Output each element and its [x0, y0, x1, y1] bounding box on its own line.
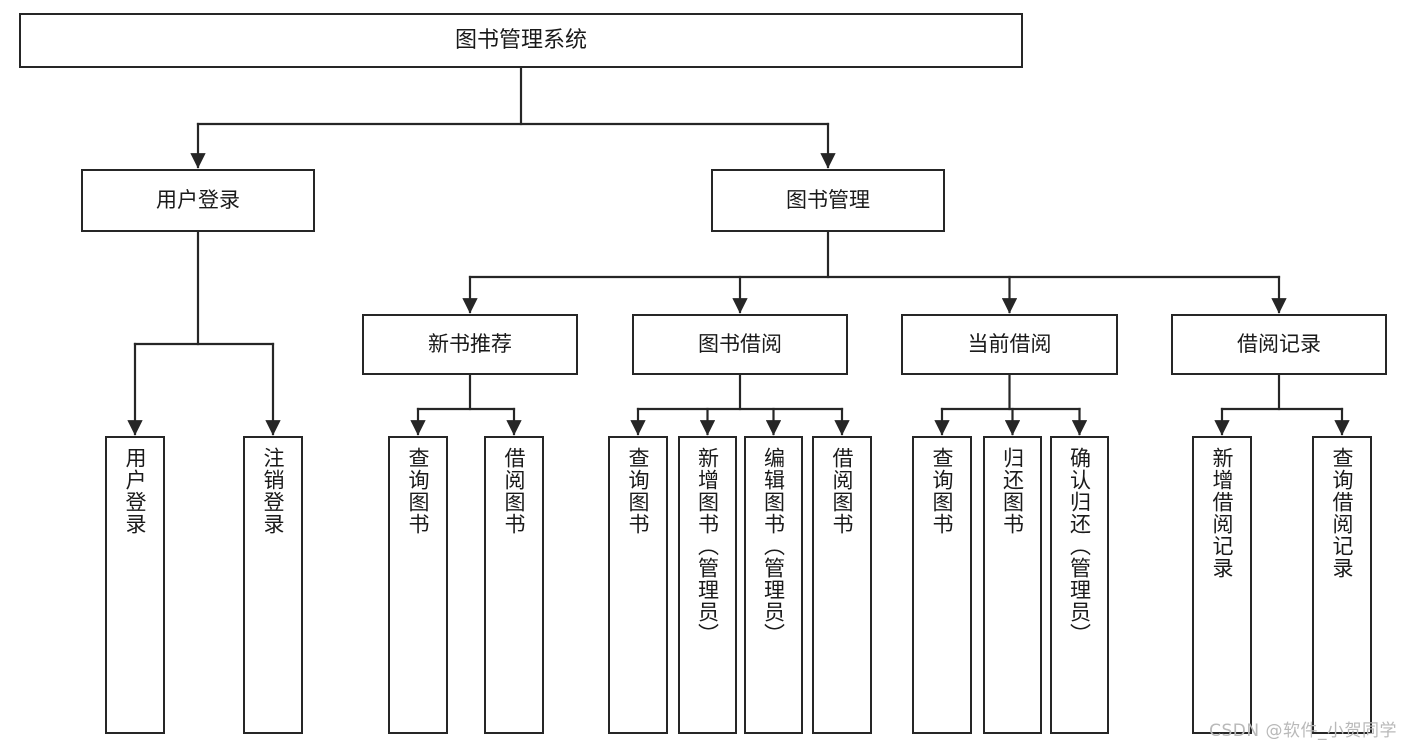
node-label: 图书管理: [786, 187, 870, 212]
node-label: 借阅图书: [830, 447, 855, 535]
node-label: 注销登录: [261, 447, 286, 535]
leaf-query-book-3[interactable]: 查询图书: [912, 436, 972, 734]
node-book-borrowing[interactable]: 图书借阅: [632, 314, 848, 375]
node-label: 当前借阅: [967, 331, 1052, 356]
node-current-borrowing[interactable]: 当前借阅: [901, 314, 1118, 375]
node-label: 确认归还（管理员）: [1067, 447, 1092, 645]
csdn-watermark: CSDN @软件_小贺同学: [1209, 721, 1397, 741]
node-new-book-recommendation[interactable]: 新书推荐: [362, 314, 578, 375]
node-root-book-management-system[interactable]: 图书管理系统: [19, 13, 1023, 68]
leaf-borrow-book-1[interactable]: 借阅图书: [484, 436, 544, 734]
node-book-management[interactable]: 图书管理: [711, 169, 945, 232]
node-label: 图书管理系统: [454, 27, 587, 53]
node-label: 用户登录: [123, 447, 148, 535]
leaf-return-book[interactable]: 归还图书: [983, 436, 1042, 734]
node-user-login[interactable]: 用户登录: [81, 169, 315, 232]
node-label: 用户登录: [156, 187, 240, 212]
node-label: 查询借阅记录: [1330, 447, 1355, 579]
node-label: 查询图书: [406, 447, 431, 535]
node-label: 借阅记录: [1237, 331, 1321, 356]
leaf-add-book-admin[interactable]: 新增图书（管理员）: [678, 436, 737, 734]
node-label: 新书推荐: [428, 331, 512, 356]
node-label: 查询图书: [930, 447, 955, 535]
leaf-query-book-2[interactable]: 查询图书: [608, 436, 668, 734]
node-label: 归还图书: [1000, 447, 1025, 535]
leaf-add-borrow-record[interactable]: 新增借阅记录: [1192, 436, 1252, 734]
node-label: 借阅图书: [502, 447, 527, 535]
leaf-confirm-return-admin[interactable]: 确认归还（管理员）: [1050, 436, 1109, 734]
node-label: 新增图书（管理员）: [695, 447, 720, 645]
node-label: 新增借阅记录: [1210, 447, 1235, 579]
leaf-query-book-1[interactable]: 查询图书: [388, 436, 448, 734]
node-borrowing-record[interactable]: 借阅记录: [1171, 314, 1387, 375]
leaf-edit-book-admin[interactable]: 编辑图书（管理员）: [744, 436, 803, 734]
leaf-user-login[interactable]: 用户登录: [105, 436, 165, 734]
leaf-borrow-book-2[interactable]: 借阅图书: [812, 436, 872, 734]
node-label: 查询图书: [626, 447, 651, 535]
leaf-logout[interactable]: 注销登录: [243, 436, 303, 734]
leaf-query-borrow-record[interactable]: 查询借阅记录: [1312, 436, 1372, 734]
node-label: 图书借阅: [698, 331, 782, 356]
node-label: 编辑图书（管理员）: [761, 447, 786, 645]
